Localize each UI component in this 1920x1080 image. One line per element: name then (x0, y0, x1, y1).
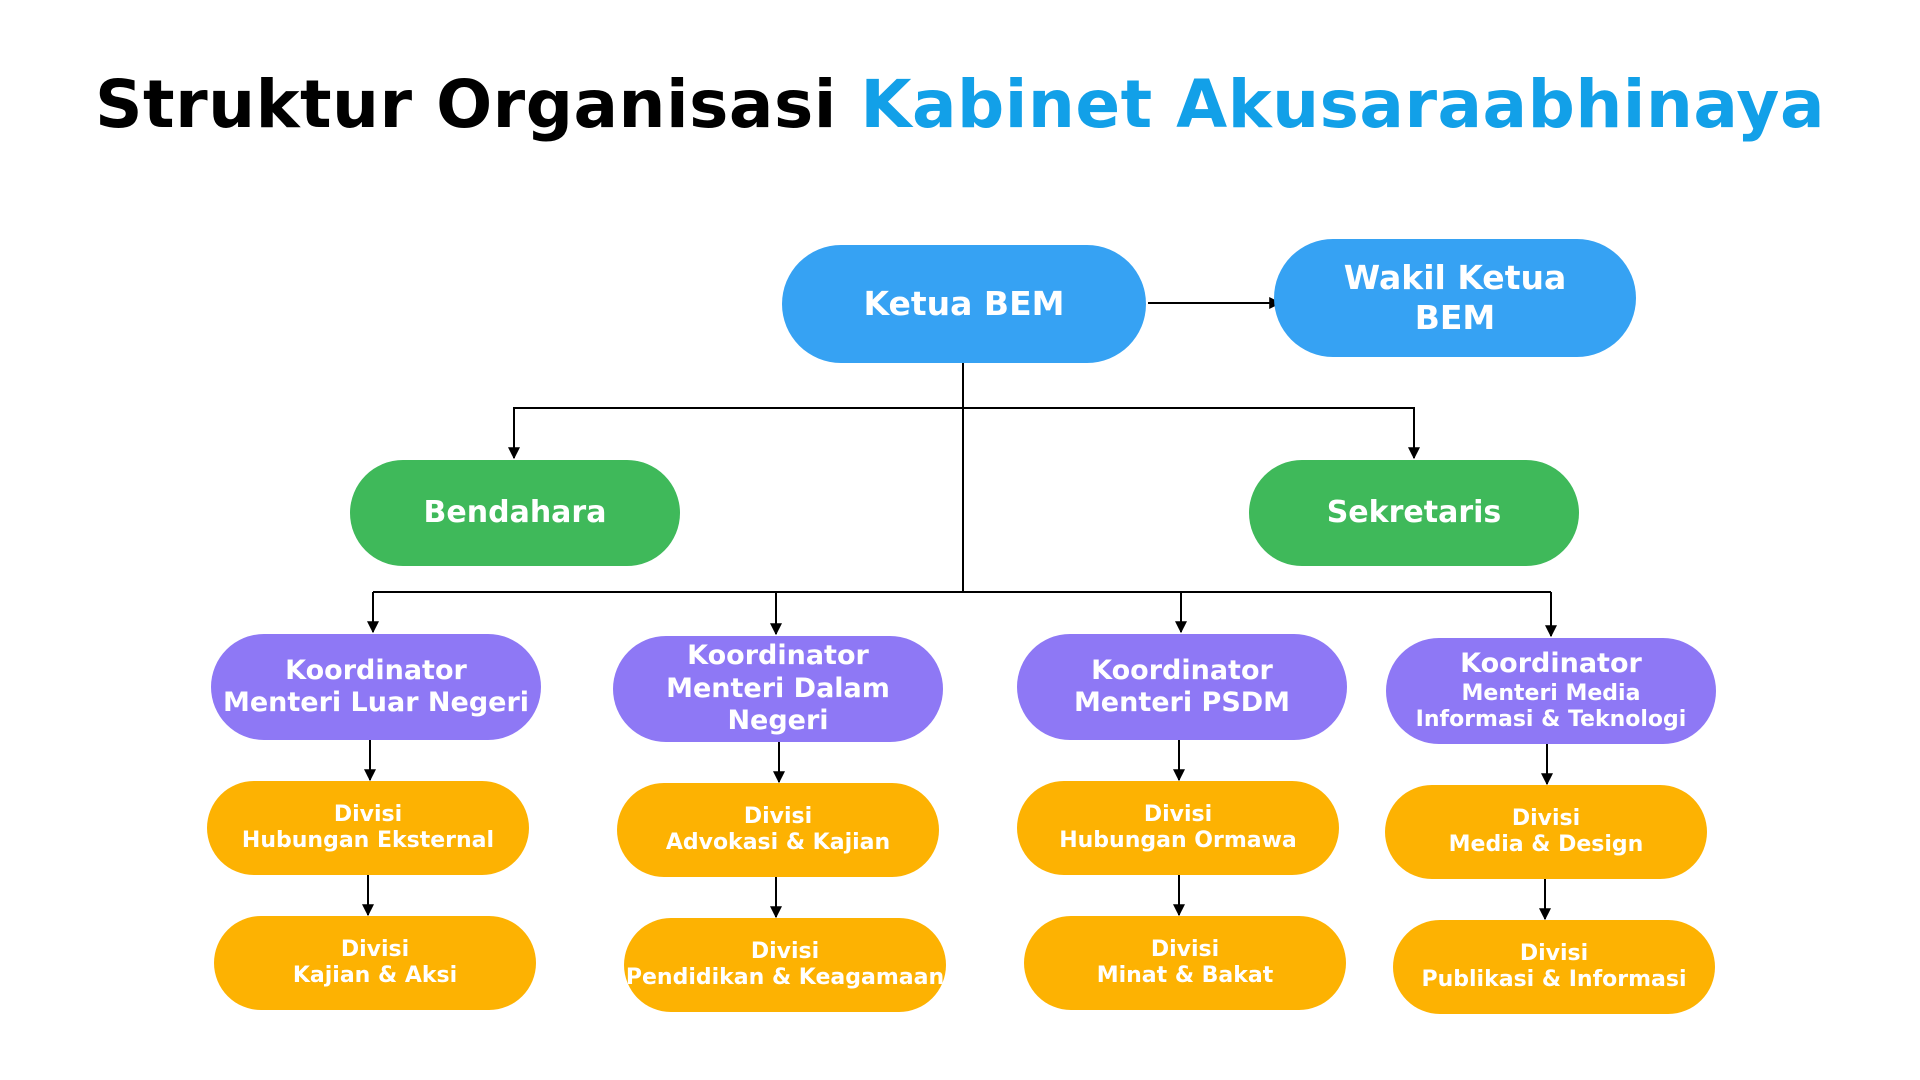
coordinator-4-line3: Informasi & Teknologi (1415, 707, 1687, 733)
coordinator-1-line1: Koordinator (285, 654, 467, 686)
division-2-1-line2: Advokasi & Kajian (665, 830, 891, 855)
coordinator-node-2: Koordinator Menteri Dalam Negeri (613, 636, 943, 742)
division-1-2-line2: Kajian & Aksi (292, 963, 458, 988)
division-node-3-1: Divisi Hubungan Ormawa (1017, 781, 1339, 875)
connector-to-sekretaris (963, 407, 1420, 460)
division-1-2-line1: Divisi (340, 936, 410, 962)
sekretaris-label: Sekretaris (1326, 495, 1502, 530)
division-4-1-line2: Media & Design (1448, 832, 1644, 857)
division-4-1-line1: Divisi (1511, 805, 1581, 831)
coordinator-1-line2: Menteri Luar Negeri (222, 687, 530, 718)
division-node-3-2: Divisi Minat & Bakat (1024, 916, 1346, 1010)
coordinator-2-line2: Menteri Dalam Negeri (666, 672, 890, 737)
coordinator-3-line1: Koordinator (1091, 654, 1273, 686)
division-1-1-line1: Divisi (333, 801, 403, 827)
coordinator-3-line2: Menteri PSDM (1073, 687, 1291, 718)
ketua-bem-label: Ketua BEM (863, 284, 1065, 324)
connector-to-bendahara (508, 407, 963, 460)
coordinator-node-4: Koordinator Menteri Media Informasi & Te… (1386, 638, 1716, 744)
division-3-2-line2: Minat & Bakat (1096, 963, 1274, 988)
division-3-2-line1: Divisi (1150, 936, 1220, 962)
wakil-line2: BEM (1414, 298, 1496, 337)
division-node-4-2: Divisi Publikasi & Informasi (1393, 920, 1715, 1014)
division-4-2-line1: Divisi (1519, 940, 1589, 966)
coordinator-node-3: Koordinator Menteri PSDM (1017, 634, 1347, 740)
wakil-ketua-bem-node: Wakil Ketua BEM (1274, 239, 1636, 357)
division-3-1-line1: Divisi (1143, 801, 1213, 827)
division-node-1-2: Divisi Kajian & Aksi (214, 916, 536, 1010)
page-title: Struktur Organisasi Kabinet Akusaraabhin… (0, 66, 1920, 143)
division-1-1-line2: Hubungan Eksternal (241, 828, 495, 853)
division-2-1-line1: Divisi (743, 803, 813, 829)
division-4-2-line2: Publikasi & Informasi (1421, 967, 1687, 992)
division-node-1-1: Divisi Hubungan Eksternal (207, 781, 529, 875)
division-3-1-line2: Hubungan Ormawa (1059, 828, 1297, 853)
coordinator-4-line2: Menteri Media (1461, 680, 1641, 706)
ketua-bem-node: Ketua BEM (782, 245, 1146, 363)
division-node-2-1: Divisi Advokasi & Kajian (617, 783, 939, 877)
division-2-2-line2: Pendidikan & Keagamaan (625, 965, 945, 990)
division-node-4-1: Divisi Media & Design (1385, 785, 1707, 879)
wakil-line1: Wakil Ketua (1343, 258, 1567, 298)
coordinator-node-1: Koordinator Menteri Luar Negeri (211, 634, 541, 740)
bendahara-label: Bendahara (423, 495, 607, 530)
division-node-2-2: Divisi Pendidikan & Keagamaan (624, 918, 946, 1012)
coordinator-4-line1: Koordinator (1460, 648, 1642, 680)
coordinator-2-line1: Koordinator (687, 640, 869, 672)
title-accent: Kabinet Akusaraabhinaya (860, 66, 1825, 143)
title-prefix: Struktur Organisasi (95, 66, 837, 143)
division-2-2-line1: Divisi (750, 938, 820, 964)
bendahara-node: Bendahara (350, 460, 680, 566)
sekretaris-node: Sekretaris (1249, 460, 1579, 566)
